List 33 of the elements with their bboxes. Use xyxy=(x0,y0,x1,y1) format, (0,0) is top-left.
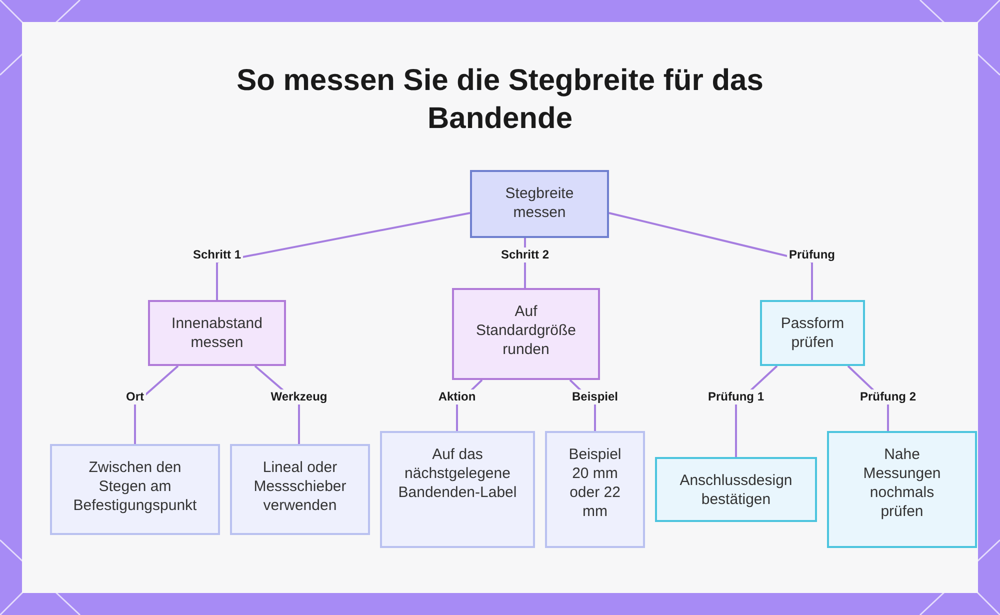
process-box xyxy=(50,444,220,535)
title: So messen Sie die Stegbreite für das Bandende xyxy=(236,63,764,137)
process-box xyxy=(545,431,645,548)
node-text: Passform prüfen xyxy=(780,314,846,352)
node-text: Anschlussdesign bestätigen xyxy=(678,471,794,509)
process-box xyxy=(470,170,609,238)
process-box xyxy=(452,288,600,380)
process-box xyxy=(380,431,535,548)
process-box xyxy=(230,444,370,535)
process-box xyxy=(655,457,817,522)
edge-label: Schritt 2 xyxy=(499,248,551,262)
edge-label: Prüfung 2 xyxy=(858,390,918,404)
edge-label: Aktion xyxy=(436,390,478,404)
node-text: Beispiel 20 mm oder 22 mm xyxy=(568,445,622,521)
node-text: Zwischen den Stegen am Befestigungspunkt xyxy=(72,458,198,515)
process-box xyxy=(148,300,286,366)
connector-line xyxy=(608,212,813,300)
edge-label: Prüfung xyxy=(787,248,837,262)
node-text: Lineal oder Messschieber verwenden xyxy=(252,458,348,515)
node-text: Auf Standardgröße runden xyxy=(474,302,578,359)
connector-line xyxy=(216,212,470,300)
edge-label: Ort xyxy=(124,390,146,404)
node-text: Auf das nächstgelegene Bandenden-Label xyxy=(397,445,518,502)
edge-label: Schritt 1 xyxy=(191,248,243,262)
node-text: Innenabstand messen xyxy=(170,314,264,352)
edge-label: Werkzeug xyxy=(268,390,330,404)
node-text: Nahe Messungen nochmals prüfen xyxy=(862,445,942,521)
process-box xyxy=(760,300,865,366)
process-box xyxy=(827,431,977,548)
connector-line xyxy=(134,365,179,444)
edge-label: Prüfung 1 xyxy=(706,390,766,404)
edge-label: Beispiel xyxy=(570,390,620,404)
node-text: Stegbreite messen xyxy=(504,184,575,222)
